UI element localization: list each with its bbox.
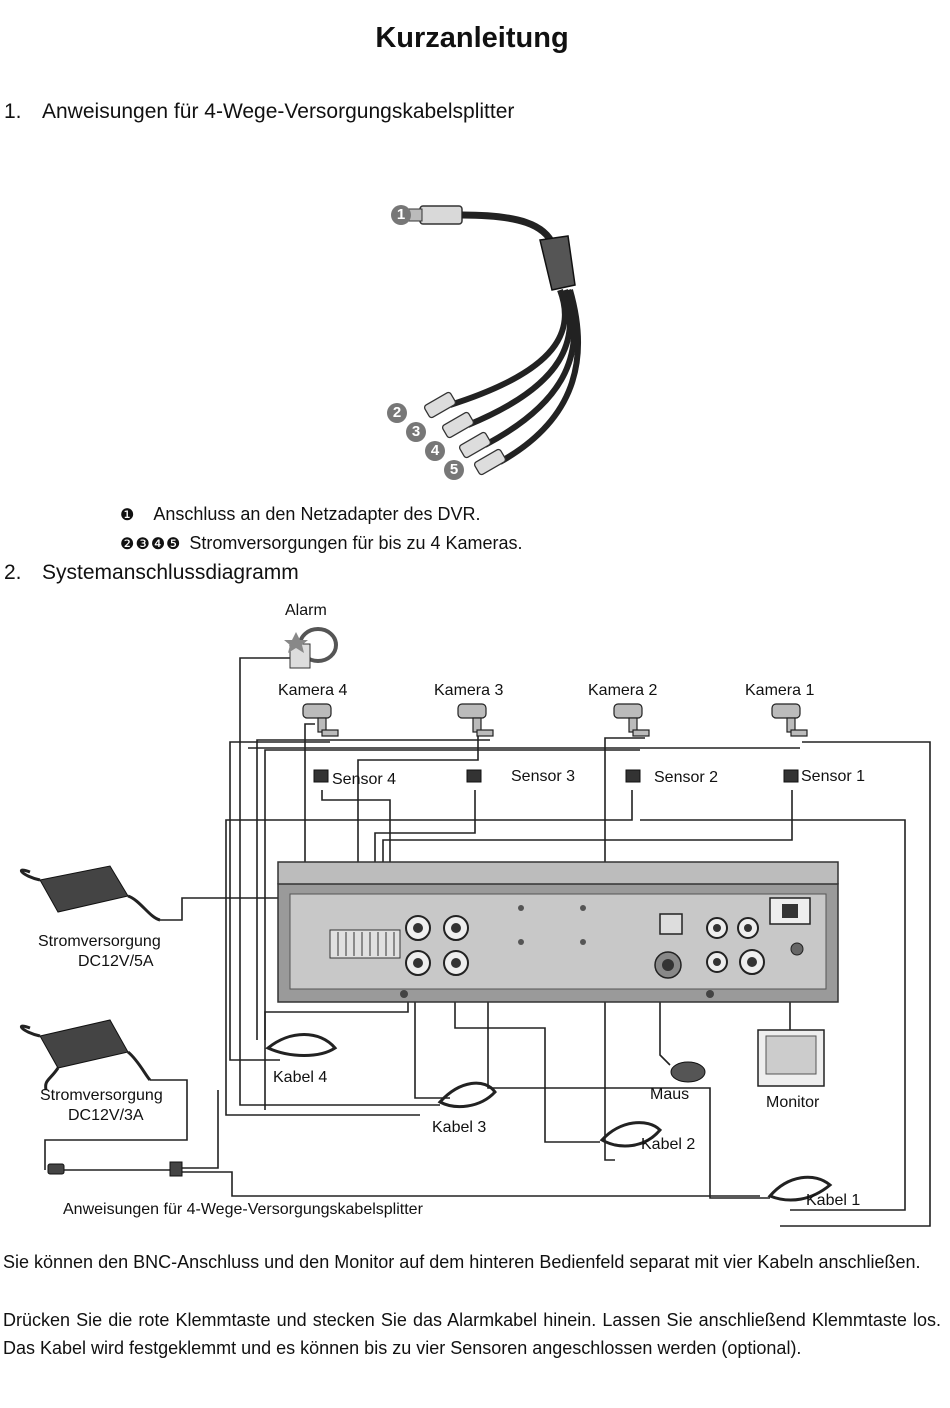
badge-5: 5 bbox=[443, 459, 465, 486]
legend-item-2: ❷❸❹❺ Stromversorgungen für bis zu 4 Kamer… bbox=[120, 533, 523, 554]
sensor-1-label: Sensor 1 bbox=[801, 768, 866, 785]
section-1-title: Anweisungen für 4-Wege-Versorgungskabels… bbox=[42, 100, 515, 123]
sensor-2-label: Sensor 2 bbox=[654, 769, 719, 786]
section-2-title: Systemanschlussdiagramm bbox=[42, 561, 299, 584]
psu-1-spec: DC12V/5A bbox=[78, 953, 154, 970]
section-2-heading: 2. Systemanschlussdiagramm bbox=[4, 561, 299, 585]
page-title: Kurzanleitung bbox=[375, 22, 569, 54]
legend-item-1: ❶ Anschluss an den Netzadapter des DVR. bbox=[120, 504, 481, 525]
power-supply-icons bbox=[19, 865, 161, 1091]
legend-text: Stromversorgungen für bis zu 4 Kameras. bbox=[189, 533, 523, 553]
sensor-4-label: Sensor 4 bbox=[332, 771, 397, 788]
section-1-heading: 1. Anweisungen für 4-Wege-Versorgungskabe… bbox=[4, 100, 514, 124]
legend-text: Anschluss an den Netzadapter des DVR. bbox=[153, 504, 481, 524]
splitter-caption: Anweisungen für 4-Wege-Versorgungskabels… bbox=[63, 1201, 423, 1218]
cable-4-label: Kabel 4 bbox=[273, 1069, 328, 1086]
paragraph-1: Sie können den BNC-Anschluss und den Mon… bbox=[3, 1252, 921, 1272]
badge-1: 1 bbox=[390, 204, 412, 231]
camera-1-label: Kamera 1 bbox=[745, 682, 815, 699]
camera-2-label: Kamera 2 bbox=[588, 682, 658, 699]
monitor-label: Monitor bbox=[766, 1094, 820, 1111]
legend-bullet: ❷❸❹❺ bbox=[120, 536, 182, 553]
mouse-icon bbox=[670, 1061, 706, 1083]
legend-bullet: ❶ bbox=[120, 507, 136, 524]
badge-2: 2 bbox=[386, 402, 408, 429]
badge-3: 3 bbox=[405, 421, 427, 448]
cable-2-label: Kabel 2 bbox=[641, 1136, 696, 1153]
section-1-number: 1. bbox=[4, 100, 22, 123]
badge-4: 4 bbox=[424, 440, 446, 467]
mouse-label: Maus bbox=[650, 1086, 690, 1103]
camera-4-label: Kamera 4 bbox=[278, 682, 348, 699]
paragraph-2: Drücken Sie die rote Klemmtaste und stec… bbox=[3, 1310, 941, 1358]
section-2-number: 2. bbox=[4, 561, 22, 584]
cable-coil-icons bbox=[265, 1033, 833, 1202]
dvr-back-panel bbox=[277, 861, 839, 1003]
psu-2-label: Stromversorgung bbox=[40, 1087, 163, 1104]
alarm-label: Alarm bbox=[285, 602, 327, 619]
alarm-device bbox=[284, 627, 338, 669]
sensor-3-label: Sensor 3 bbox=[511, 768, 576, 785]
psu-2-spec: DC12V/3A bbox=[68, 1107, 144, 1124]
psu-1-label: Stromversorgung bbox=[38, 933, 161, 950]
small-splitter-icon bbox=[47, 1161, 183, 1177]
cable-3-label: Kabel 3 bbox=[432, 1119, 487, 1136]
camera-icons bbox=[302, 703, 808, 737]
camera-3-label: Kamera 3 bbox=[434, 682, 504, 699]
monitor-icon bbox=[757, 1029, 825, 1087]
cable-1-label: Kabel 1 bbox=[806, 1192, 861, 1209]
